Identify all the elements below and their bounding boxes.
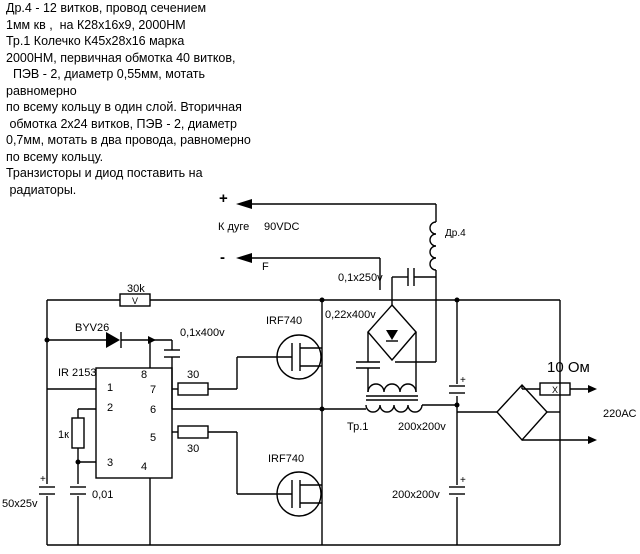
note-line: обмотка 2х24 витков, ПЭВ - 2, диаметр [6, 116, 237, 131]
input-bridge [457, 382, 597, 444]
note-line: Транзисторы и диод поставить на [6, 166, 203, 180]
label-cap-plus-50: + [40, 474, 46, 485]
capacitor-200x200v-bottom [449, 485, 465, 497]
capacitor-022x400v [356, 355, 380, 378]
label-30k-mark: V [132, 296, 138, 306]
label-30k: 30k [127, 283, 145, 295]
label-pin4: 4 [141, 461, 147, 473]
label-minus: - [220, 249, 225, 266]
label-cap-022: 0,22х400v [325, 309, 376, 321]
top-rail [46, 293, 560, 545]
label-pin3: 3 [107, 457, 113, 469]
label-pin8: 8 [141, 369, 147, 381]
label-tr1: Тр.1 [347, 421, 368, 433]
label-pin1: 1 [107, 382, 113, 394]
label-r30-top: 30 [187, 369, 199, 381]
resistor-1k [71, 408, 96, 545]
label-10ohm: 10 Ом [547, 359, 590, 376]
label-cap-001: 0,01 [92, 489, 113, 501]
note-line: ПЭВ - 2, диаметр 0,55мм, мотать [6, 67, 205, 81]
notes-text: Др.4 - 12 витков, провод сечением 1мм кв … [6, 0, 306, 198]
label-cap-200-bottom: 200х200v [392, 489, 440, 501]
label-pin7: 7 [150, 384, 156, 396]
label-cap-01-400: 0,1х400v [180, 327, 225, 339]
note-line: радиаторы. [6, 182, 77, 197]
label-cap-plus-top: + [460, 375, 466, 386]
label-byv26: BYV26 [75, 322, 109, 334]
label-irf-bottom: IRF740 [268, 453, 304, 465]
label-choke: Др.4 [445, 228, 466, 239]
label-arc: К дуге [218, 221, 249, 233]
label-mains: 220АС [603, 408, 636, 420]
capacitor-200x200v-top [449, 384, 465, 396]
label-plus: + [219, 190, 228, 207]
capacitor-50x25v [39, 484, 55, 496]
label-pin6: 6 [150, 404, 156, 416]
ic-ir2153 [95, 367, 173, 479]
capacitor-001 [70, 484, 86, 496]
label-cap-50: 50х25v [2, 498, 38, 510]
label-pin2: 2 [107, 402, 113, 414]
mosfet-top [236, 334, 322, 389]
label-irf-top: IRF740 [266, 315, 302, 327]
output-arrows [236, 199, 437, 290]
label-10ohm-mark: X [552, 385, 558, 395]
gate-resistor-bottom [172, 425, 237, 439]
note-line: равномерно [6, 83, 77, 98]
note-line: Тр.1 Колечко К45х28х16 марка [6, 34, 185, 48]
mosfet-bottom [236, 432, 322, 517]
label-ic: IR 2153 [58, 367, 97, 379]
label-voltage: 90VDC [264, 221, 300, 233]
gate-resistor-top [172, 382, 237, 396]
label-cap-200-top: 200х200v [398, 421, 446, 433]
transformer-tr1 [365, 355, 423, 413]
label-cap-plus-bottom: + [460, 475, 466, 486]
label-cap-top: 0,1х250v [338, 272, 383, 284]
output-bridge [367, 303, 417, 362]
note-line: 2000НМ, первичная обмотка 40 витков, [6, 50, 236, 65]
diode-byv26 [44, 332, 172, 368]
label-f: F [262, 261, 269, 273]
note-line: по всему кольцу в один слой. Вторичная [6, 100, 242, 114]
capacitor-bootstrap [164, 340, 180, 409]
note-line: Др.4 - 12 витков, провод сечением [6, 1, 207, 15]
note-line: по всему кольцу. [6, 149, 104, 164]
note-line: 0,7мм, мотать в два провода, равномерно [6, 133, 251, 147]
note-line: 1мм кв , на К28х16х9, 2000НМ [6, 17, 186, 32]
label-pin5: 5 [150, 432, 156, 444]
label-r30-bottom: 30 [187, 443, 199, 455]
label-1k: 1к [58, 429, 69, 441]
